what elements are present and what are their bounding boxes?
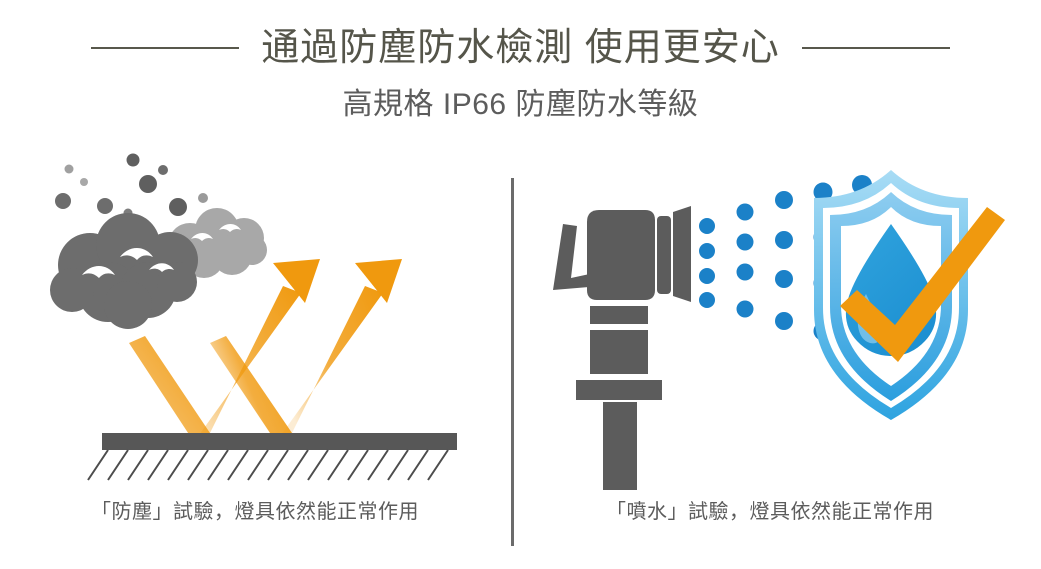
page-header: 通過防塵防水檢測 使用更安心 高規格 IP66 防塵防水等級 (0, 0, 1041, 140)
page-subtitle: 高規格 IP66 防塵防水等級 (342, 88, 699, 121)
surface-hatching (87, 449, 449, 481)
panel-spray-test: 「噴水」試驗，燈具依然能正常作用 (535, 150, 1005, 550)
caption-dust-test: 「防塵」試驗，燈具依然能正常作用 (91, 501, 419, 523)
check-mark-icon (840, 207, 1005, 362)
title-rule-right (801, 47, 950, 49)
spray-nozzle-shield-icon (535, 150, 1005, 490)
surface-bar (102, 433, 457, 450)
deflection-arrow-left (129, 259, 320, 442)
page-title: 通過防塵防水檢測 使用更安心 (261, 27, 780, 69)
dust-particles (55, 153, 208, 218)
panel-dust-test: 「防塵」試驗，燈具依然能正常作用 (20, 150, 490, 550)
waterproof-shield (814, 170, 1005, 420)
panel-divider (511, 178, 514, 546)
title-rule-left (91, 47, 240, 49)
caption-spray-test: 「噴水」試驗，燈具依然能正常作用 (606, 501, 934, 523)
deflection-arrow-right (210, 259, 402, 442)
dust-cloud-dark (50, 213, 198, 329)
spray-nozzle (553, 206, 691, 490)
title-row: 通過防塵防水檢測 使用更安心 (0, 26, 1041, 70)
dust-cloud-deflection-icon (20, 150, 490, 490)
